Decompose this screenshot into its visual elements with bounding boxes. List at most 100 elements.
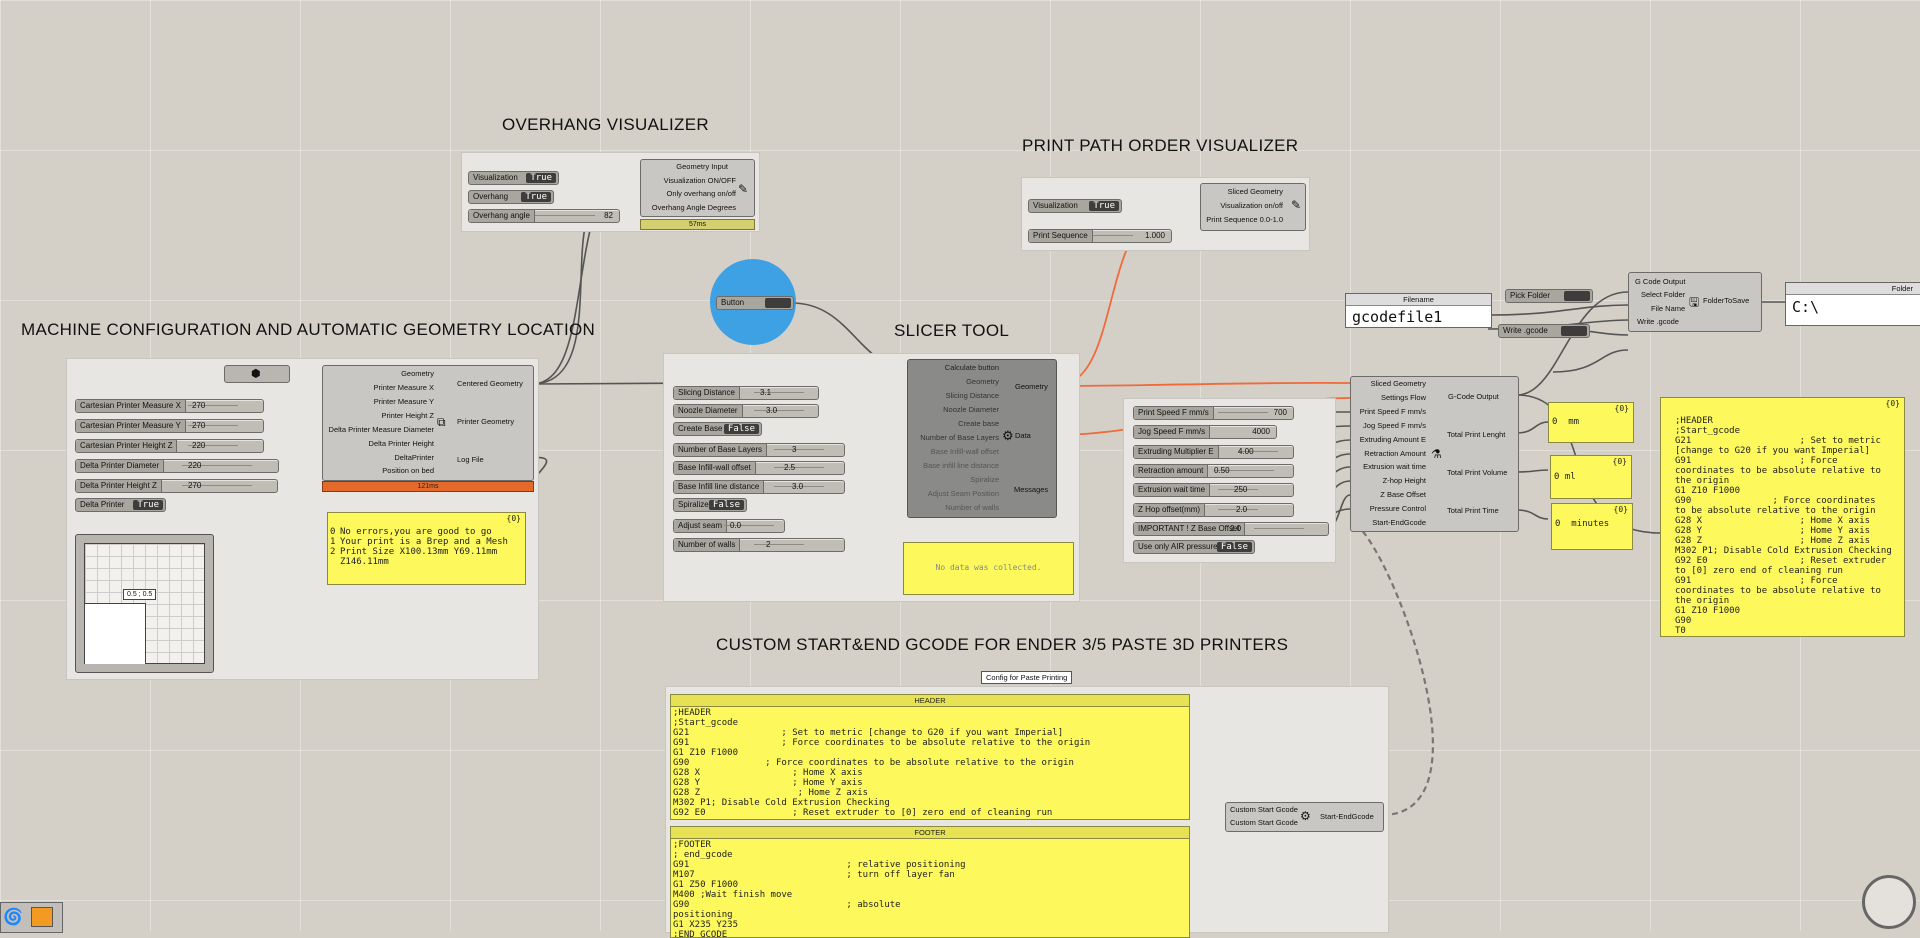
graph-mapper[interactable]: 0.5 ; 0.5 [75, 534, 214, 673]
slicer-messages-panel[interactable]: No data was collected. [903, 542, 1074, 595]
gcode-slider-extruding-multiplier[interactable]: Extruding Multiplier E 4.00 [1133, 445, 1294, 459]
gcode-output-panel[interactable]: {0} ;HEADER ;Start_gcode G21 ; Set to me… [1660, 397, 1905, 637]
machine-component[interactable]: Geometry Printer Measure X Printer Measu… [322, 365, 534, 481]
bottom-left-toolbar[interactable]: 🌀 [0, 902, 63, 933]
output-port[interactable]: Printer Geometry [457, 417, 515, 426]
output-port[interactable]: Total Print Volume [1447, 468, 1508, 477]
print-length-panel[interactable]: {0} 0 mm [1548, 402, 1634, 443]
input-port[interactable]: G Code Output [1635, 277, 1686, 286]
input-port[interactable]: Sliced Geometry [1227, 187, 1283, 196]
filename-panel[interactable]: Filename gcodefile1 [1345, 293, 1492, 328]
overhang-component[interactable]: Geometry Input Visualization ON/OFF Only… [640, 159, 755, 217]
pick-folder-button[interactable]: Pick Folder [1505, 289, 1593, 303]
output-port[interactable]: Centered Geometry [457, 379, 523, 388]
input-port[interactable]: Adjust Seam Position [927, 489, 999, 498]
create-base-toggle[interactable]: Create Base False [673, 422, 762, 436]
input-port[interactable]: Z-hop Height [1382, 476, 1426, 485]
toggle-value[interactable]: True [1089, 201, 1119, 211]
print-path-component[interactable]: Sliced Geometry Visualization on/off Pri… [1200, 183, 1306, 231]
machine-slider-y[interactable]: Cartesian Printer Measure Y 270 [75, 419, 264, 433]
input-port[interactable]: Slicing Distance [945, 391, 999, 400]
slicer-slider-noozle-diameter[interactable]: Noozle Diameter 3.0 [673, 404, 819, 418]
input-port[interactable]: DeltaPrinter [394, 453, 434, 462]
output-port[interactable]: FolderToSave [1703, 296, 1750, 305]
input-port[interactable]: Number of Base Layers [920, 433, 999, 442]
input-port[interactable]: Noozle Diameter [943, 405, 999, 414]
print-sequence-slider[interactable]: Print Sequence 1.000 [1028, 229, 1172, 243]
input-port[interactable]: Pressure Control [1369, 504, 1426, 513]
gcode-slider-wait-time[interactable]: Extrusion wait time 250 [1133, 483, 1294, 497]
input-port[interactable]: Base Infill-wall offset [930, 447, 999, 456]
slicer-slider-infill-line-distance[interactable]: Base Infill line distance 3.0 [673, 480, 845, 494]
overhang-only-toggle[interactable]: Overhang True [468, 190, 554, 204]
slicer-slider-base-layers[interactable]: Number of Base Layers 3 [673, 443, 845, 457]
gcode-slider-z-base-offset[interactable]: IMPORTANT ! Z Base Offset 2.0 [1133, 522, 1329, 536]
input-port[interactable]: Printer Measure Y [373, 397, 434, 406]
folder-to-save-component[interactable]: G Code Output Select Folder File Name Wr… [1628, 272, 1762, 332]
input-port[interactable]: Delta Printer Height [368, 439, 434, 448]
input-port[interactable]: Only overhang on/off [666, 189, 737, 198]
machine-slider-delta-height[interactable]: Delta Printer Height Z 270 [75, 479, 278, 493]
input-port[interactable]: Extrusion wait time [1363, 462, 1426, 471]
input-port[interactable]: Spiralize [970, 475, 999, 484]
toggle-value[interactable]: True [521, 192, 551, 202]
header-gcode-panel[interactable]: HEADER ;HEADER ;Start_gcode G21 ; Set to… [670, 694, 1190, 820]
button-knob[interactable] [1564, 291, 1590, 301]
output-port[interactable]: Geometry [1015, 382, 1048, 391]
input-port[interactable]: Geometry [966, 377, 999, 386]
input-port[interactable]: Printer Height Z [381, 411, 434, 420]
pencil-icon[interactable] [31, 907, 53, 927]
slicer-slider-number-of-walls[interactable]: Number of walls 2 [673, 538, 845, 552]
air-pressure-toggle[interactable]: Use only AIR pressure False [1133, 540, 1255, 554]
input-port[interactable]: Overhang Angle Degrees [651, 203, 736, 212]
toggle-value[interactable]: True [526, 173, 556, 183]
input-port[interactable]: Custom Start Gcode [1230, 805, 1298, 814]
spiralize-toggle[interactable]: Spiralize False [673, 498, 747, 512]
machine-slider-z[interactable]: Cartesian Printer Height Z 220 [75, 439, 264, 453]
graph-area[interactable]: 0.5 ; 0.5 [84, 543, 205, 664]
input-port[interactable]: Print Sequence 0.0-1.0 [1206, 215, 1283, 224]
input-port[interactable]: Retraction Amount [1364, 449, 1426, 458]
input-port[interactable]: Create base [958, 419, 999, 428]
input-port[interactable]: Select Folder [1641, 290, 1686, 299]
slicer-slider-infill-wall-offset[interactable]: Base Infill-wall offset 2.5 [673, 461, 845, 475]
input-port[interactable]: Visualization on/off [1220, 201, 1283, 210]
toggle-value[interactable]: True [133, 500, 163, 510]
spiral-icon[interactable]: 🌀 [3, 909, 23, 926]
input-port[interactable]: Print Speed F mm/s [1359, 407, 1426, 416]
input-port[interactable]: Custom Start Gcode [1230, 818, 1298, 827]
print-path-visualization-toggle[interactable]: Visualization True [1028, 199, 1122, 213]
machine-slider-delta-diameter[interactable]: Delta Printer Diameter 220 [75, 459, 279, 473]
navigation-compass-icon[interactable] [1862, 875, 1916, 929]
input-port[interactable]: Write .gcode [1637, 317, 1679, 326]
delta-printer-toggle[interactable]: Delta Printer True [75, 498, 166, 512]
input-port[interactable]: Calculate button [944, 363, 999, 372]
slicer-slider-slicing-distance[interactable]: Slicing Distance 3.1 [673, 386, 819, 400]
output-port[interactable]: G-Code Output [1448, 392, 1499, 401]
input-port[interactable]: Geometry Input [676, 162, 728, 171]
input-port[interactable]: Extruding Amount E [1359, 435, 1426, 444]
input-port[interactable]: Base infill line distance [923, 461, 999, 470]
print-time-panel[interactable]: {0} 0 minutes [1551, 503, 1633, 550]
button-knob[interactable] [765, 298, 791, 308]
input-port[interactable]: Visualization ON/OFF [663, 176, 736, 185]
output-port[interactable]: Messages [1014, 485, 1049, 494]
input-port[interactable]: Number of walls [945, 503, 999, 512]
input-port[interactable]: Sliced Geometry [1370, 379, 1426, 388]
calculate-button[interactable]: Button [716, 296, 794, 310]
gcode-slider-jog-speed[interactable]: Jog Speed F mm/s 4000 [1133, 425, 1277, 439]
button-knob[interactable] [1561, 326, 1587, 336]
folder-panel[interactable]: Folder C:\ [1785, 282, 1920, 326]
input-port[interactable]: Settings Flow [1380, 393, 1426, 402]
gcode-slider-z-hop[interactable]: Z Hop offset(mm) 2.0 [1133, 503, 1294, 517]
gcode-slider-retraction[interactable]: Retraction amount 0.50 [1133, 464, 1294, 478]
geometry-param[interactable]: ⬢ [224, 365, 290, 383]
output-port[interactable]: Data [1015, 431, 1031, 440]
slicer-slider-adjust-seam[interactable]: Adjust seam 0.0 [673, 519, 785, 533]
input-port[interactable]: Jog Speed F mm/s [1363, 421, 1426, 430]
overhang-visualization-toggle[interactable]: Visualization True [468, 171, 559, 185]
input-port[interactable]: Geometry [401, 369, 434, 378]
print-volume-panel[interactable]: {0} 0 ml [1550, 455, 1632, 499]
output-port[interactable]: Total Print Lenght [1447, 430, 1506, 439]
